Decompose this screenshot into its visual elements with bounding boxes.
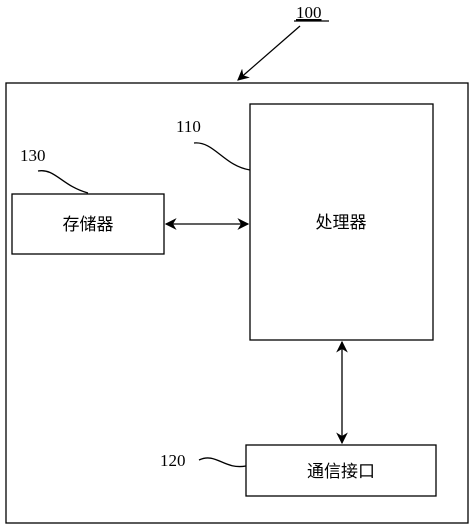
- processor-block: [249, 103, 434, 341]
- processor-label: 处理器: [316, 213, 367, 233]
- comm-interface-label: 通信接口: [307, 462, 375, 482]
- memory-ref-label: 130: [20, 146, 46, 165]
- processor-leader-line: [193, 142, 251, 171]
- processor-ref-label: 110: [176, 117, 201, 136]
- memory-leader-line: [37, 170, 89, 194]
- comm-interface-leader-line: [198, 457, 247, 468]
- device-ref-label: 100: [296, 3, 322, 22]
- memory-label: 存储器: [63, 215, 114, 235]
- comm-interface-block: [245, 444, 437, 497]
- comm-interface-ref-label: 120: [160, 451, 186, 470]
- memory-block: [11, 193, 165, 255]
- device-ref-arrow: [237, 25, 301, 81]
